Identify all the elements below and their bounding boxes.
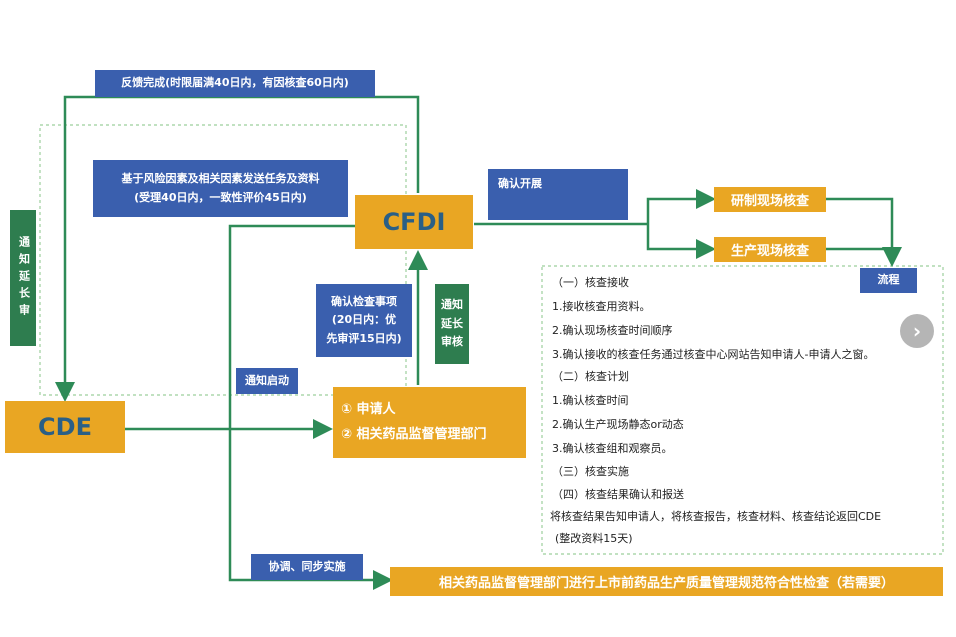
confirm-items-label: 确认检查事项 (20日内：优 先审评15日内): [316, 284, 412, 357]
notify-start-label: 通知启动: [236, 368, 298, 394]
cde-node: CDE: [5, 401, 125, 453]
arrow-to-production-inspection: [646, 224, 716, 259]
notify-extend-review-label: 通知延长审: [10, 210, 36, 346]
step-item: (整改资料15天): [555, 532, 633, 545]
dashed-frame-left: [39, 124, 407, 396]
send-tasks-line2: (受理40日内，一致性评价45日内): [134, 190, 307, 204]
step-item: （三）核查实施: [552, 465, 629, 478]
process-node: 流程: [860, 268, 917, 293]
production-inspection-node: 生产现场核查: [714, 237, 826, 262]
arrow-cfdi-to-gmp: [228, 224, 393, 590]
rd-inspection-node: 研制现场核查: [714, 187, 826, 212]
step-item: 将核查结果告知申请人，将核查报告，核查材料、核查结论返回CDE: [550, 510, 882, 523]
step-item: （二）核查计划: [552, 370, 629, 383]
arrow-cfdi-feedback-cde: [55, 95, 420, 402]
chevron-right-icon: ›: [912, 319, 922, 343]
step-item: 3.确认核查组和观察员。: [552, 442, 673, 455]
applicant-line2: ② 相关药品监督管理部门: [341, 426, 487, 442]
confirm-items-line2: (20日内：优: [331, 313, 397, 327]
confirm-items-line1: 确认检查事项: [331, 295, 397, 309]
arrow-rd-to-process: [826, 197, 902, 267]
applicant-line1: ① 申请人: [341, 401, 396, 417]
next-slide-button[interactable]: ›: [900, 314, 934, 348]
step-item: （一）核查接收: [552, 276, 629, 289]
send-tasks-label: 基于风险因素及相关因素发送任务及资料 (受理40日内，一致性评价45日内): [93, 160, 348, 217]
notify-extend-audit-label: 通知延长审核: [435, 284, 469, 364]
send-tasks-line1: 基于风险因素及相关因素发送任务及资料: [121, 172, 320, 186]
step-item: 2.确认生产现场静态or动态: [552, 418, 684, 431]
step-item: 1.确认核查时间: [552, 394, 629, 407]
feedback-label: 反馈完成(时限届满40日内，有因核查60日内): [95, 70, 375, 97]
coordinate-label: 协调、同步实施: [251, 554, 363, 580]
applicant-node: ① 申请人 ② 相关药品监督管理部门: [333, 387, 526, 458]
cfdi-node: CFDI: [355, 195, 473, 249]
confirm-items-line3: 先审评15日内): [326, 331, 402, 345]
step-item: （四）核查结果确认和报送: [552, 488, 684, 501]
gmp-check-node: 相关药品监督管理部门进行上市前药品生产质量管理规范符合性检查（若需要）: [390, 567, 943, 596]
dashed-frame-steps: [541, 265, 944, 555]
step-item: 1.接收核查用资料。: [552, 300, 651, 313]
step-item: 3.确认接收的核查任务通过核查中心网站告知申请人-申请人之窗。: [552, 348, 875, 361]
arrow-to-rd-inspection: [646, 189, 716, 224]
confirm-start-label: 确认开展: [488, 169, 628, 220]
step-item: 2.确认现场核查时间顺序: [552, 324, 673, 337]
